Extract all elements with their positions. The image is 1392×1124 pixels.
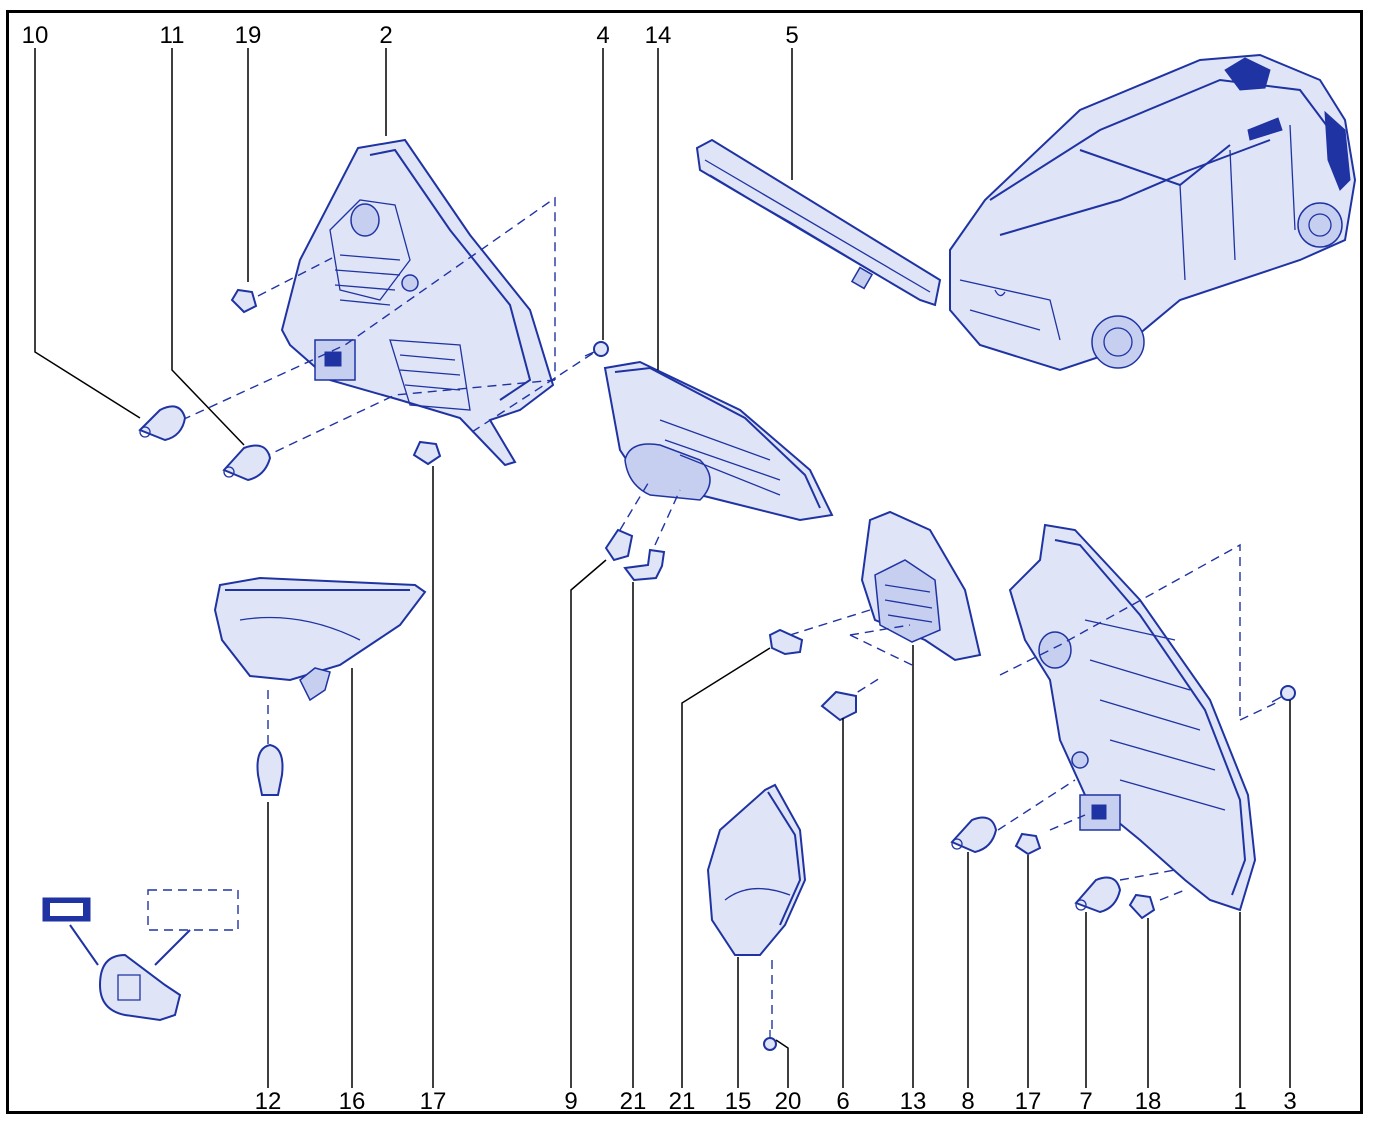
bulb-8: [950, 816, 998, 854]
callout-20-bottom: 20: [774, 1088, 802, 1115]
bulb-11: [222, 444, 272, 482]
bulb-legend: [42, 889, 239, 1022]
callout-5-top: 5: [785, 22, 799, 49]
bulb-9: [604, 528, 634, 562]
part-2-rear-lamp: [280, 138, 555, 467]
bulb-6: [820, 690, 857, 722]
callout-18-bottom: 18: [1134, 1088, 1162, 1115]
callout-12-bottom: 12: [254, 1088, 282, 1115]
part-15-lower-lamp: [706, 783, 807, 956]
callout-1-bottom: 1: [1233, 1088, 1247, 1115]
callout-3-bottom: 3: [1283, 1088, 1297, 1115]
clip-17-right: [1014, 832, 1042, 856]
part-16-indicator: [213, 576, 427, 702]
screw-4: [584, 341, 609, 357]
bulb-19: [230, 288, 258, 314]
part-1-rear-lamp: [1008, 523, 1257, 912]
diagram-frame: [6, 10, 1363, 1114]
callout-13-bottom: 13: [899, 1088, 927, 1115]
callout-14-top: 14: [644, 22, 672, 49]
callout-21-bottom: 21: [619, 1088, 647, 1115]
part-14-inner-lamp: [603, 360, 834, 522]
clip-17-left: [412, 440, 442, 466]
callout-19-top: 19: [234, 22, 262, 49]
callout-17b-bottom: 17: [1014, 1088, 1042, 1115]
holder-21-left: [623, 548, 666, 582]
leader-lines: [34, 48, 1291, 1088]
screw-3: [1271, 685, 1296, 703]
holder-21-right: [768, 628, 804, 656]
callout-11-top: 11: [159, 22, 185, 49]
callout-7-bottom: 7: [1079, 1088, 1093, 1115]
callout-17-bottom: 17: [419, 1088, 447, 1115]
callout-15-bottom: 15: [724, 1088, 752, 1115]
part-13-side-lamp: [860, 510, 982, 662]
bulb-10: [138, 405, 187, 442]
bulb-7: [1074, 876, 1122, 914]
callout-8-bottom: 8: [961, 1088, 975, 1115]
screw-20: [763, 1030, 777, 1051]
callout-10-top: 10: [21, 22, 49, 49]
callout-4-top: 4: [596, 22, 610, 49]
bulb-18: [1128, 893, 1156, 920]
callout-21b-bottom: 21: [668, 1088, 696, 1115]
callout-9-bottom: 9: [564, 1088, 578, 1115]
car-illustration: [949, 53, 1357, 372]
part-5-brake-light: [695, 138, 942, 307]
callout-6-bottom: 6: [836, 1088, 850, 1115]
callout-16-bottom: 16: [338, 1088, 366, 1115]
bulb-12: [256, 743, 284, 796]
callout-2-top: 2: [379, 22, 393, 49]
